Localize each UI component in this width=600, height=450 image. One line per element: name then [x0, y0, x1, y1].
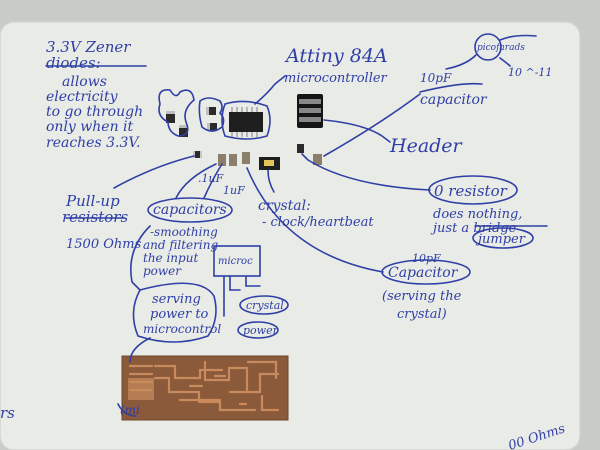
picofarad-circle: [474, 33, 502, 61]
zener-desc-line2: electricity: [46, 89, 119, 105]
microcontroller-label: microcontroller: [284, 71, 388, 86]
page-edge: [0, 21, 581, 450]
pcb-side-label: (mi: [120, 403, 140, 417]
attiny-label: Attiny 84A: [284, 45, 388, 67]
serving-line2: power to: [150, 307, 209, 322]
zener-desc-line5: reaches 3.3V.: [46, 135, 140, 151]
capacitors-oval: [147, 197, 233, 223]
crystal-small-label: crystal: [246, 299, 284, 312]
zener-outline-right: [198, 97, 225, 132]
header-connector: [297, 94, 323, 128]
cap-value-a: .1uF: [198, 172, 224, 185]
edge-left-text: rs: [0, 404, 15, 422]
pico-exponent: 10 ^-11: [508, 66, 552, 79]
power-small-label: power: [243, 324, 279, 337]
cap-desc-line1: -smoothing: [150, 225, 218, 239]
jumper-label: jumper: [475, 232, 526, 247]
cap-desc-line4: power: [143, 264, 182, 278]
serving-crystal-line2: crystal): [397, 307, 447, 322]
handwriting: 3.3V Zener diodes: allows electricity to…: [0, 38, 567, 450]
does-nothing-line1: does nothing,: [433, 207, 522, 222]
notebook-page: [0, 22, 580, 450]
serving-power-outline: [132, 282, 217, 343]
capacitor-top-label: capacitor: [420, 92, 488, 108]
zener-desc-line1: allows: [62, 74, 107, 90]
zener-desc-line3: to go through: [46, 104, 143, 120]
cap-desc-line3: the input: [143, 251, 198, 265]
pull-up-resistors: [193, 151, 202, 158]
capacitor-bottom-label: Capacitor: [388, 265, 459, 281]
does-nothing-line2: just a bridge: [430, 221, 517, 236]
ink-annotations: [45, 33, 548, 417]
cap-desc-line2: and filtering: [143, 238, 218, 252]
crystal-desc: - clock/heartbeat: [262, 215, 374, 230]
ohms-1500: 1500 Ohms: [66, 237, 142, 252]
capacitor-top-value: 10pF: [420, 71, 452, 85]
zero-resistor-component: [297, 144, 322, 165]
header-label: Header: [389, 135, 464, 157]
zener-diodes: [166, 107, 217, 137]
microc-box: [213, 245, 261, 277]
serving-crystal-line1: (serving the: [382, 289, 462, 304]
capacitor-top-leader: [323, 93, 421, 157]
microc-label: microc: [218, 256, 253, 267]
crystal-component: [259, 157, 280, 170]
zener-outline: [158, 88, 195, 137]
pull-up-line1: Pull-up: [65, 192, 120, 210]
picofarads-label: picofarads: [477, 43, 525, 53]
pcb-board: [121, 355, 289, 421]
serving-line1: serving: [152, 292, 201, 307]
zener-title-line2: diodes:: [46, 54, 101, 72]
capacitor-bottom-value: 10pF: [412, 252, 441, 265]
zero-resistor-label: 0 resistor: [434, 182, 508, 200]
zener-title-line1: 3.3V Zener: [46, 38, 131, 56]
cap-value-b: 1uF: [223, 184, 245, 197]
crystal-title: crystal:: [258, 198, 311, 214]
attiny-outline: [221, 100, 271, 140]
jumper-oval: [472, 227, 534, 249]
attiny-chip: [229, 107, 263, 137]
capacitors-small: [218, 152, 250, 166]
attiny-leader: [254, 75, 286, 105]
capacitors-label: capacitors: [153, 202, 227, 218]
serving-line3: microcontrol: [143, 322, 221, 336]
pull-up-line2: resistors: [62, 208, 128, 226]
zener-desc-line4: only when it: [46, 119, 134, 135]
